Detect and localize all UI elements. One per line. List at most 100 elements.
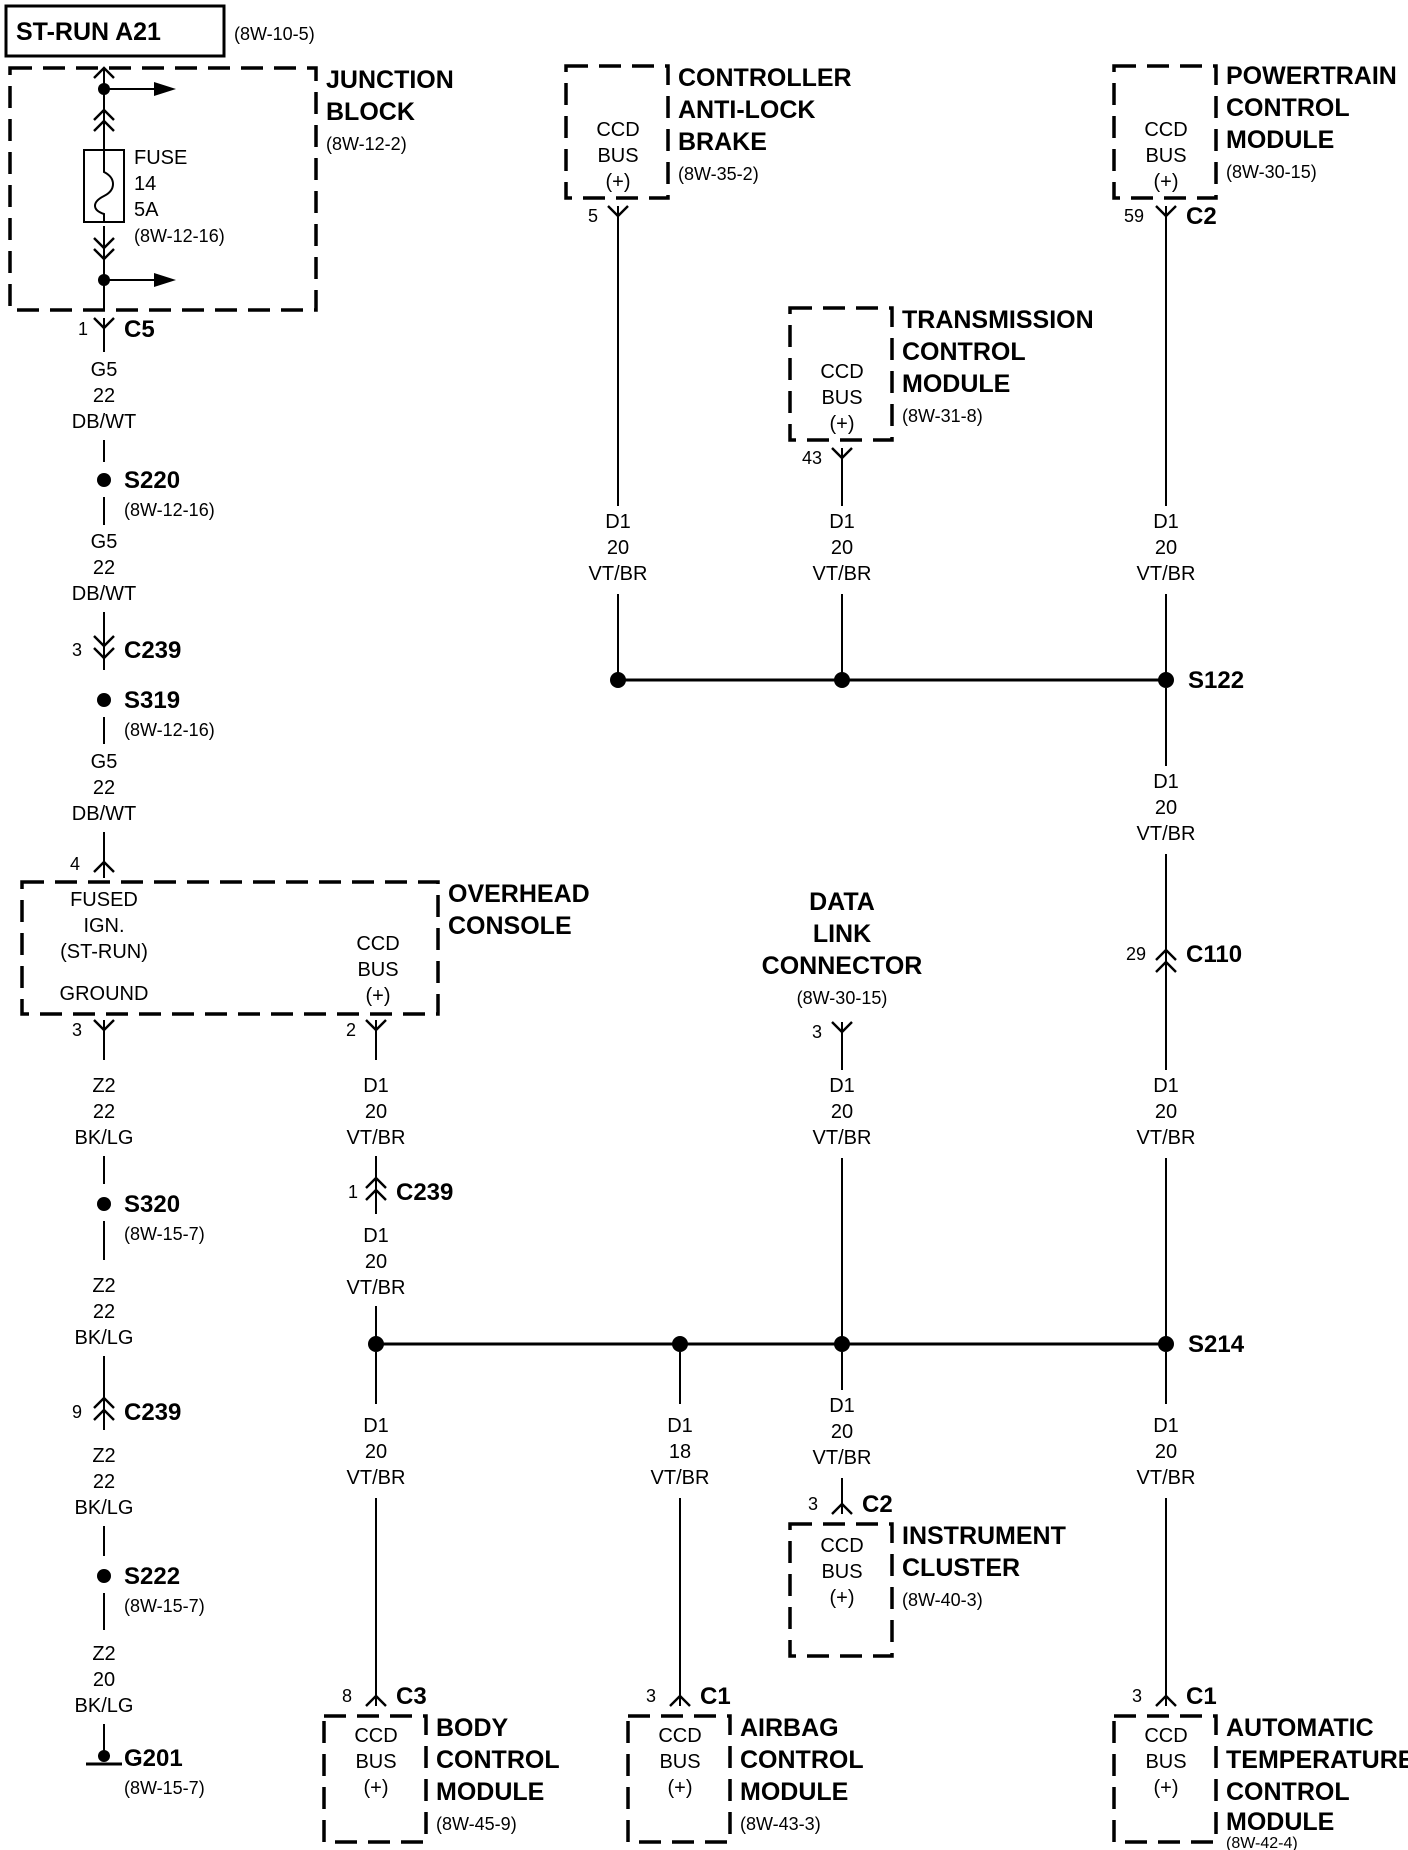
label-bcm-name-1: CONTROL <box>436 1746 560 1774</box>
label-tcm-pin: 43 <box>802 448 822 468</box>
label-console_ccd_path-w2-1: 20 <box>365 1251 387 1273</box>
label-airbag-ccd-1: BUS <box>659 1751 700 1773</box>
label-atc-conn: C1 <box>1186 1683 1217 1710</box>
label-dlc-wire-1: 20 <box>831 1101 853 1123</box>
label-abs-ccd-0: CCD <box>596 119 639 141</box>
label-pcm-pin: 59 <box>1124 206 1144 226</box>
splice-s220 <box>97 473 111 487</box>
label-ground_path-w1-2: BK/LG <box>75 1127 134 1149</box>
c239-connector-symbol <box>93 635 115 660</box>
label-atc-name-0: AUTOMATIC <box>1226 1714 1374 1742</box>
label-airbag-wire-2: VT/BR <box>651 1467 710 1489</box>
label-console_ccd_path-w1-0: D1 <box>363 1075 389 1097</box>
label-abs-name-2: BRAKE <box>678 128 767 156</box>
label-airbag-wire-1: 18 <box>669 1441 691 1463</box>
label-abs-ccd-2: (+) <box>606 171 631 193</box>
label-pcm-wire-2: VT/BR <box>1137 563 1196 585</box>
label-dlc-ref: (8W-30-15) <box>797 988 888 1008</box>
label-cluster-ccd-0: CCD <box>820 1535 863 1557</box>
label-ground_path-s320: S320 <box>124 1191 180 1218</box>
label-tcm-ref: (8W-31-8) <box>902 406 983 426</box>
label-ground_path-s222_ref: (8W-15-7) <box>124 1596 205 1616</box>
label-pcm-wire-1: 20 <box>1155 537 1177 559</box>
circuit-title: ST-RUN A21 <box>16 18 161 46</box>
instrument-cluster: D1 20 VT/BR 3 C2 CCD BUS (+) INSTRUMENT … <box>788 1395 1066 1658</box>
label-airbag-name-2: MODULE <box>740 1778 848 1806</box>
label-cluster-name-0: INSTRUMENT <box>902 1522 1066 1550</box>
label-s122-c110_pin: 29 <box>1126 944 1146 964</box>
label-airbag-name-1: CONTROL <box>740 1746 864 1774</box>
label-pcm-ccd-0: CCD <box>1144 119 1187 141</box>
label-left_wire-s220_ref: (8W-12-16) <box>124 500 215 520</box>
console-ccd-path: 2 D1 20 VT/BR 1 C239 D1 20 VT/BR <box>346 1019 453 1338</box>
label-cluster-ccd-2: (+) <box>830 1587 855 1609</box>
label-cluster-ref: (8W-40-3) <box>902 1590 983 1610</box>
label-ground_path-w4-2: BK/LG <box>75 1695 134 1717</box>
label-left_wire-c239: C239 <box>124 637 181 664</box>
label-pcm-conn: C2 <box>1186 203 1217 230</box>
airbag-control-module: D1 18 VT/BR 3 C1 CCD BUS (+) AIRBAG CONT… <box>626 1415 864 1844</box>
label-ground_path-w4-0: Z2 <box>92 1643 115 1665</box>
label-overhead_console-name1: OVERHEAD <box>448 880 590 908</box>
label-atc-wire-1: 20 <box>1155 1441 1177 1463</box>
circuit-title-box <box>4 4 226 58</box>
overhead-console: OVERHEAD CONSOLE FUSED IGN. (ST-RUN) GRO… <box>20 880 590 1016</box>
circuit-title-ref: (8W-10-5) <box>234 24 315 44</box>
label-ground_path-c239: C239 <box>124 1399 181 1426</box>
label-ground_path-w3-1: 22 <box>93 1471 115 1493</box>
c239-connector-symbol-3 <box>365 1176 387 1201</box>
label-cluster-wire-2: VT/BR <box>813 1447 872 1469</box>
junction-block: JUNCTION BLOCK (8W-12-2) FUSE 14 5A (8W-… <box>8 66 454 312</box>
label-bcm-wire-1: 20 <box>365 1441 387 1463</box>
label-cluster-ccd-1: BUS <box>821 1561 862 1583</box>
junction-block-ref: (8W-12-2) <box>326 134 407 154</box>
label-ground_path-w1-1: 22 <box>93 1101 115 1123</box>
label-overhead_console-ccd-1: BUS <box>357 959 398 981</box>
s122-bus: S122 D1 20 VT/BR 29 C110 D1 20 VT/BR <box>610 667 1244 1340</box>
label-bcm-ccd-0: CCD <box>354 1725 397 1747</box>
junction-block-name-1: JUNCTION <box>326 66 454 94</box>
label-abs-ref: (8W-35-2) <box>678 164 759 184</box>
splice-s214 <box>1158 1336 1174 1352</box>
label-bcm-ref: (8W-45-9) <box>436 1814 517 1834</box>
data-link-connector: DATA LINK CONNECTOR (8W-30-15) 3 D1 20 V… <box>762 888 922 1340</box>
label-dlc-wire-0: D1 <box>829 1075 855 1097</box>
label-tcm-name-0: TRANSMISSION <box>902 306 1094 334</box>
label-airbag-pin: 3 <box>646 1686 656 1706</box>
g5-feed-path: G5 22 DB/WT S220 (8W-12-16) G5 22 DB/WT … <box>70 318 215 878</box>
label-tcm-ccd-2: (+) <box>830 413 855 435</box>
label-airbag-ccd-0: CCD <box>658 1725 701 1747</box>
label-s122-c110: C110 <box>1186 941 1242 968</box>
label-cluster-wire-1: 20 <box>831 1421 853 1443</box>
label-left_wire-w2-2: DB/WT <box>72 583 136 605</box>
label-left_wire-s220: S220 <box>124 467 180 494</box>
label-pcm-name-2: MODULE <box>1226 126 1334 154</box>
label-dlc-name-1: LINK <box>813 920 871 948</box>
label-bcm-ccd-2: (+) <box>364 1777 389 1799</box>
label-overhead_console-pin_ccd: 2 <box>346 1020 356 1040</box>
label-ground_path-w3-2: BK/LG <box>75 1497 134 1519</box>
label-pcm-ccd-1: BUS <box>1145 145 1186 167</box>
label-atc-ccd-2: (+) <box>1154 1777 1179 1799</box>
label-pcm-name-0: POWERTRAIN <box>1226 62 1397 90</box>
fuse-ref: (8W-12-16) <box>134 226 225 246</box>
splice-s320 <box>97 1197 111 1211</box>
label-bcm-ccd-1: BUS <box>355 1751 396 1773</box>
label-airbag-ccd-2: (+) <box>668 1777 693 1799</box>
label-left_wire-w1-0: G5 <box>91 359 118 381</box>
label-left_wire-s319: S319 <box>124 687 180 714</box>
fuse-number: 14 <box>134 173 156 195</box>
label-atc-name-3: MODULE <box>1226 1808 1334 1836</box>
label-airbag-conn: C1 <box>700 1683 731 1710</box>
label-cluster-pin: 3 <box>808 1494 818 1514</box>
label-atc-name-1: TEMPERATURE <box>1226 1746 1408 1774</box>
label-overhead_console-ground: GROUND <box>60 983 149 1005</box>
label-abs-ccd-1: BUS <box>597 145 638 167</box>
label-atc-ccd-0: CCD <box>1144 1725 1187 1747</box>
label-pcm-ref: (8W-30-15) <box>1226 162 1317 182</box>
label-bcm-name-0: BODY <box>436 1714 509 1742</box>
label-s122-wire_after_c110-0: D1 <box>1153 1075 1179 1097</box>
label-ground_path-w1-0: Z2 <box>92 1075 115 1097</box>
label-ground_path-c239_pin: 9 <box>72 1402 82 1422</box>
body-control-module: D1 20 VT/BR 8 C3 CCD BUS (+) BODY CONTRO… <box>322 1415 560 1844</box>
